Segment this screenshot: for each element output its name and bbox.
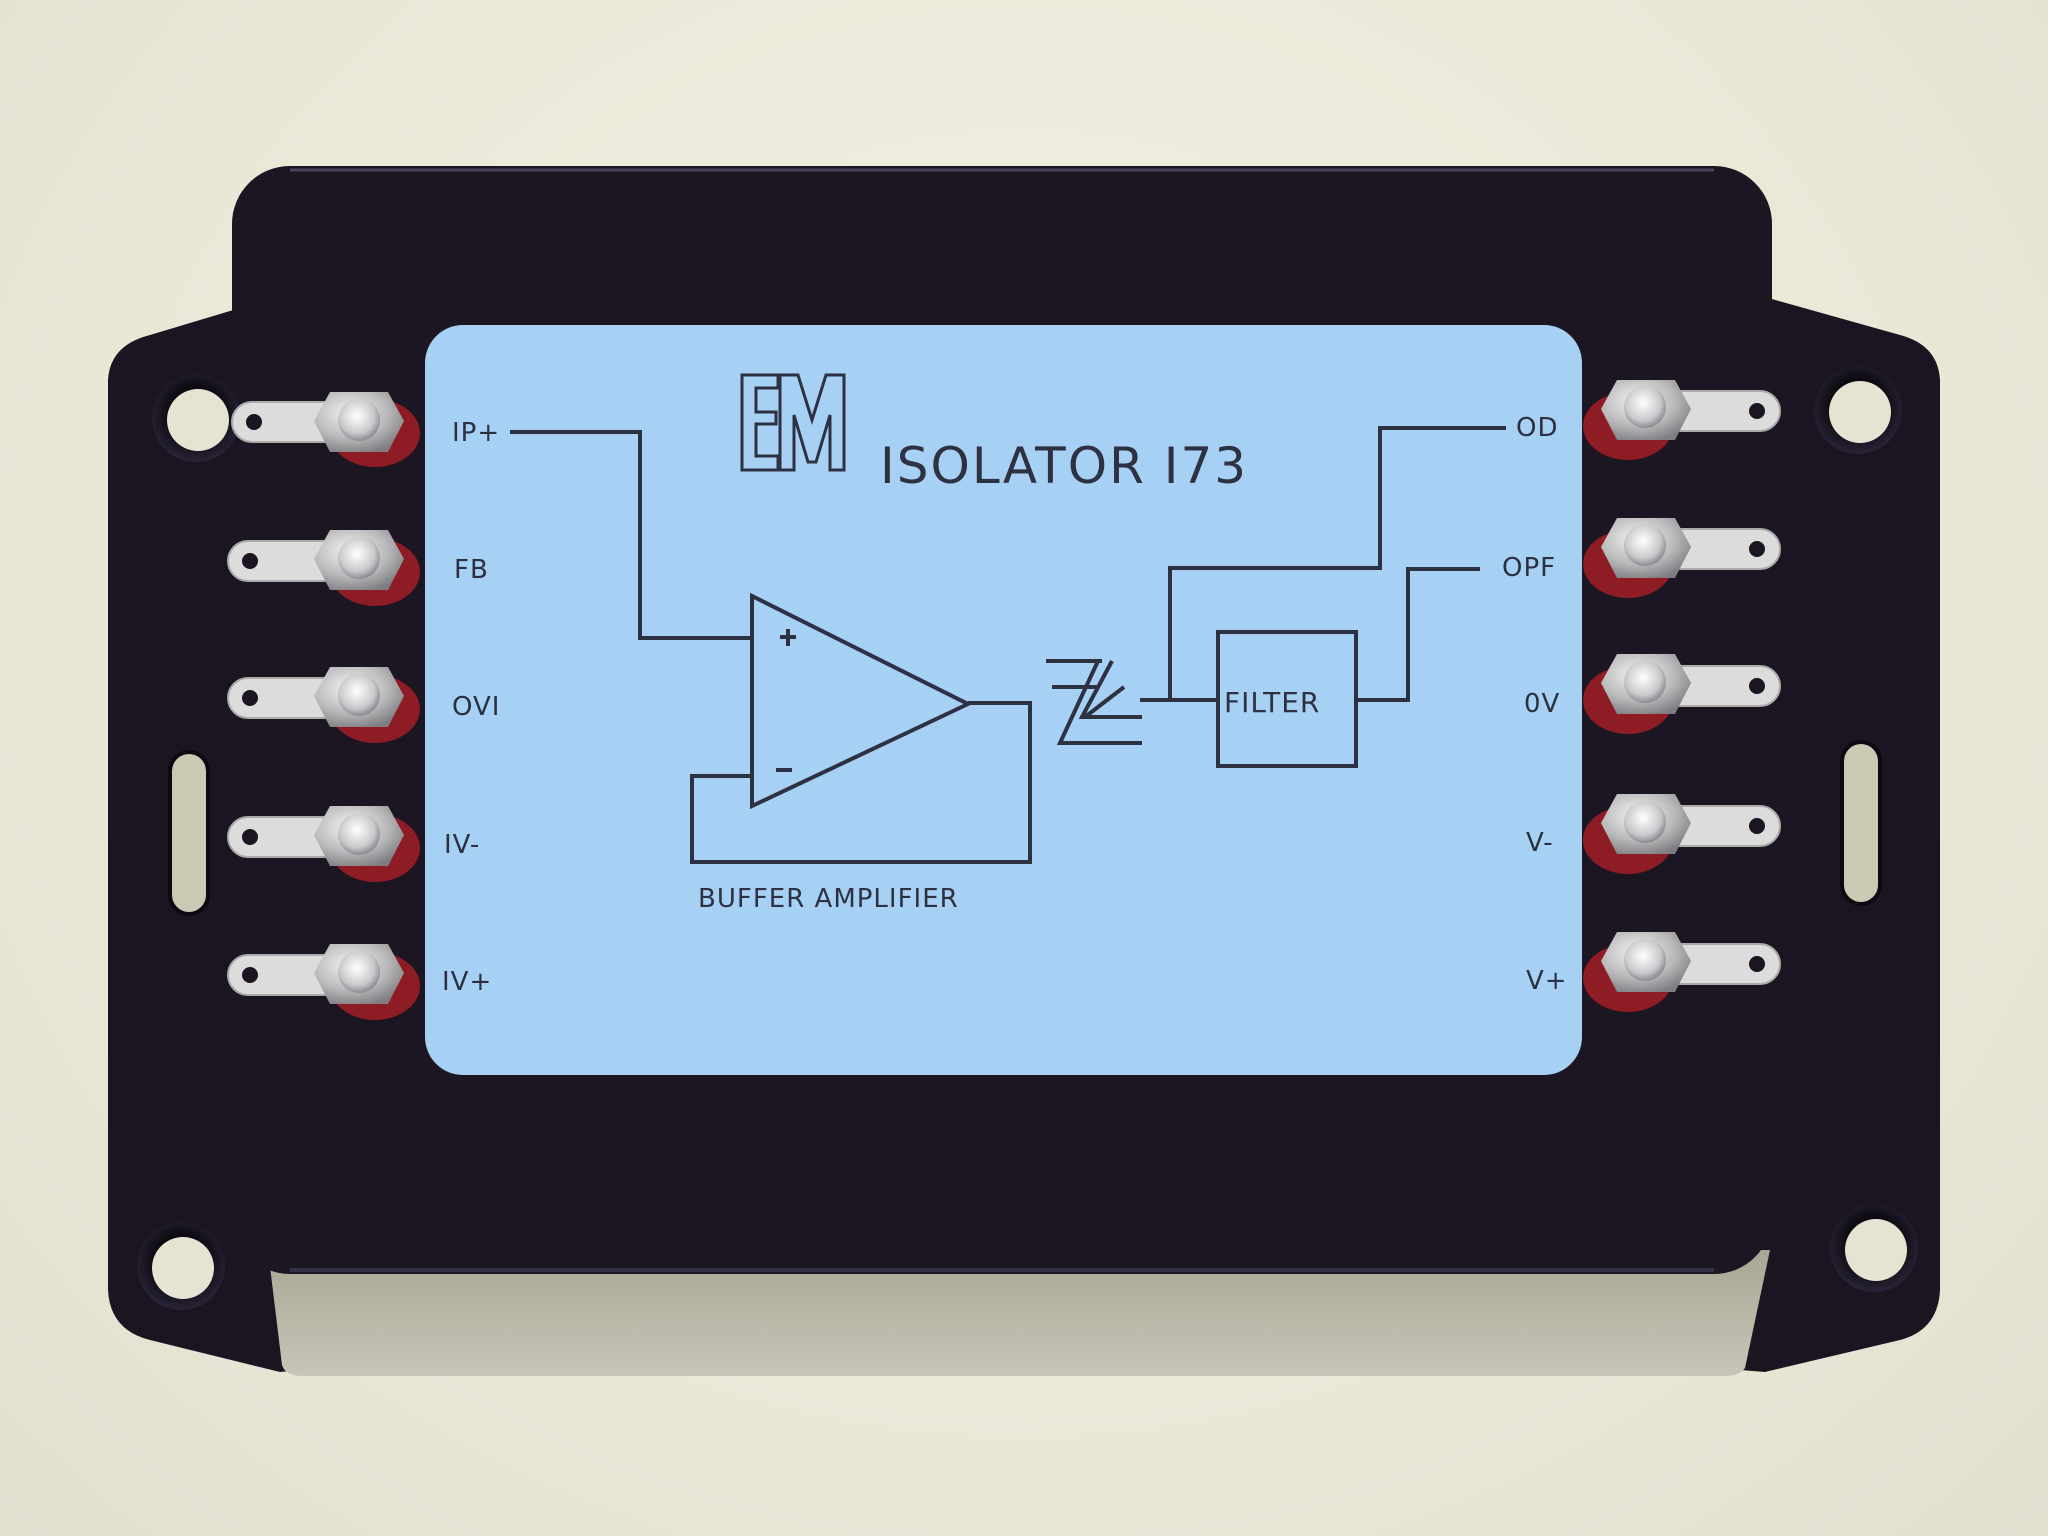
buffer-amplifier-caption: BUFFER AMPLIFIER [698,884,959,914]
terminal-ip-plus[interactable] [231,392,420,467]
pin-label-opf: OPF [1502,553,1557,583]
enclosure-side-wall [268,1250,1770,1376]
pin-label-ip-plus: IP+ [452,418,501,448]
terminal-iv-minus[interactable] [227,806,420,882]
pin-label-od: OD [1516,413,1559,443]
terminal-v-plus[interactable] [1583,932,1781,1012]
pin-label-iv-minus: IV- [444,830,481,860]
schematic-wiring [510,426,1506,864]
left-terminal-posts [227,392,420,1020]
right-terminal-posts [1583,380,1781,1012]
mounting-hole-top-left [152,374,240,462]
terminal-0v[interactable] [1583,654,1781,734]
terminal-iv-plus[interactable] [227,944,420,1020]
terminal-ovi[interactable] [227,667,420,743]
pin-label-v-minus: V- [1526,828,1554,858]
mounting-slot-right [1840,740,1882,906]
terminal-fb[interactable] [227,530,420,606]
pin-label-iv-plus: IV+ [442,967,493,997]
pin-label-0v: 0V [1524,689,1561,719]
terminal-v-minus[interactable] [1583,794,1781,874]
mounting-hole-bottom-left [137,1222,225,1310]
op-amp-plus-sign [780,629,796,646]
pin-label-v-plus: V+ [1526,966,1568,996]
product-title: ISOLATOR I73 [880,437,1249,495]
mounting-slot-left [168,750,210,916]
op-amp-symbol [750,592,973,810]
terminal-od[interactable] [1583,380,1781,460]
pin-label-fb: FB [454,555,489,585]
pin-label-ovi: OVI [452,692,501,722]
mounting-hole-top-right [1814,366,1902,454]
mounting-hole-bottom-right [1830,1204,1918,1292]
terminal-opf[interactable] [1583,518,1781,598]
filter-label: FILTER [1224,686,1321,719]
product-label [425,325,1582,1075]
em-logo [740,373,846,472]
